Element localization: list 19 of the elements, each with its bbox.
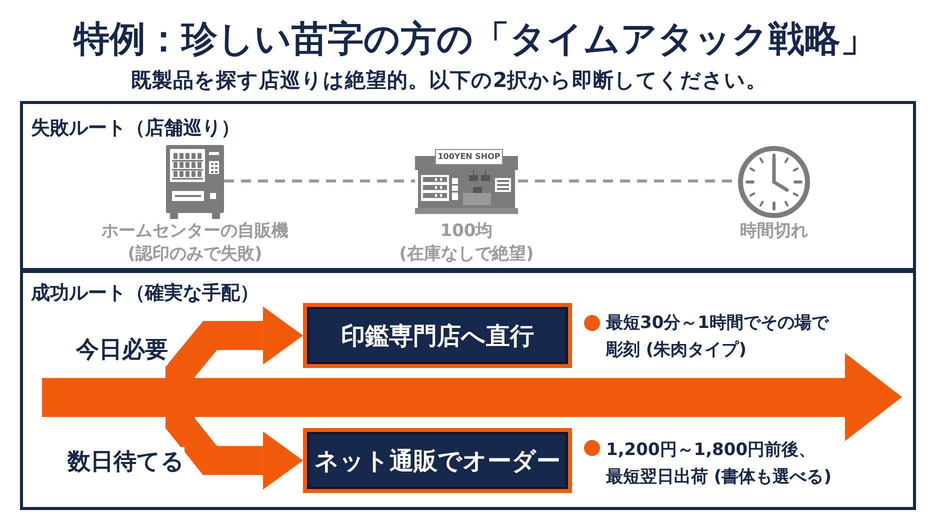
route-panel: [20, 270, 916, 510]
icon-caption: 時間切れ: [740, 220, 808, 243]
panel-heading: 失敗ルート（店舗巡り）: [31, 116, 240, 140]
route-panel: [20, 101, 916, 271]
icon-caption: 100均: [440, 220, 493, 243]
shop-sign: 100YEN SHOP: [435, 149, 503, 165]
action-box: 印鑑専門店へ直行: [303, 303, 572, 368]
edge-label: 今日必要: [76, 335, 168, 365]
icon-caption: ホームセンターの自販機: [102, 220, 288, 243]
caption-note: (在庫なしで絶望): [399, 243, 534, 266]
connector-line: [224, 180, 415, 182]
panel-heading: 成功ルート（確実な手配）: [31, 281, 259, 305]
trunk-arrow: [42, 353, 902, 441]
caption-note: (認印のみで失敗): [128, 243, 262, 266]
bullet-text: 1,200円～1,800円前後、最短翌日出荷 (書体も選べる): [606, 438, 832, 488]
action-box: ネット通販でオーダー: [303, 428, 572, 493]
subtitle: 既製品を探す店巡りは絶望的。以下の2択から即断してください。: [130, 67, 768, 94]
title: 特例：珍しい苗字の方の「タイムアタック戦略」: [74, 18, 876, 62]
bullet-text: 最短30分～1時間でその場で彫刻 (朱肉タイプ): [606, 312, 830, 362]
